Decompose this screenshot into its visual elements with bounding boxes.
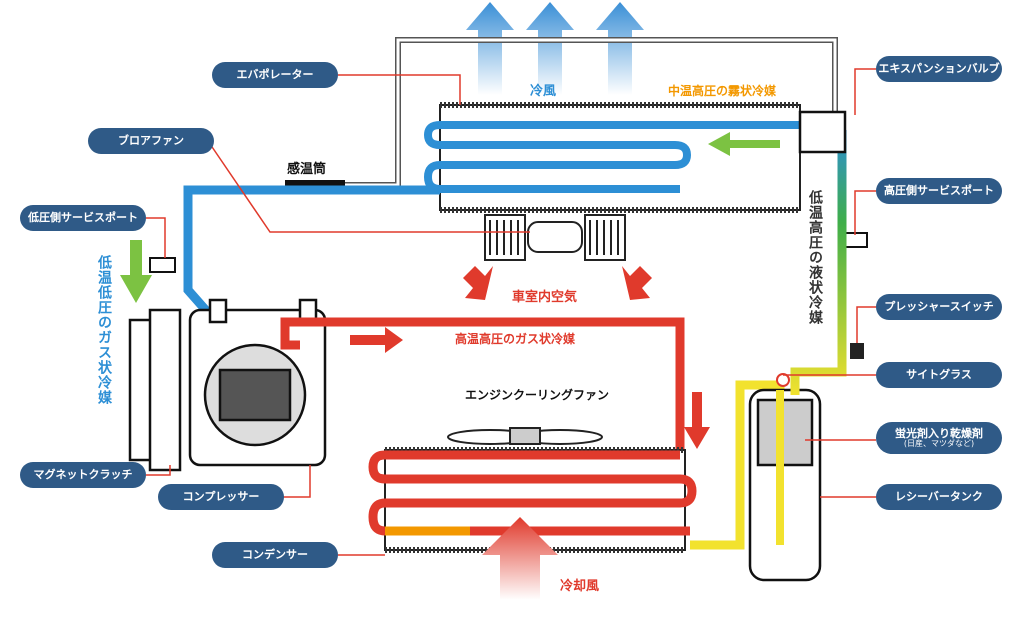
label-hot-gas: 高温高圧のガス状冷媒 xyxy=(455,332,576,346)
high-pressure-gas-pipe xyxy=(280,317,685,455)
leader-lines xyxy=(146,68,876,556)
pressure-switch xyxy=(850,343,864,359)
label-mist-refrigerant: 中温高圧の霧状冷媒 xyxy=(668,84,777,98)
desiccant-note: (日産、マツダなど) xyxy=(903,438,975,448)
callout-blower-fan: ブロアファン xyxy=(88,128,214,154)
callout-magnet-clutch: マグネットクラッチ xyxy=(20,462,146,488)
green-arrow-right xyxy=(708,132,780,156)
receiver-tank xyxy=(748,388,822,582)
callout-high-service-port: 高圧側サービスポート xyxy=(876,178,1002,204)
label-liquid-refrigerant: 低温高圧の液状冷媒 xyxy=(807,190,823,325)
desiccant-label: 蛍光剤入り乾燥剤 xyxy=(895,426,983,440)
cooling-air-arrow xyxy=(482,517,558,600)
callout-pressure-switch: プレッシャースイッチ xyxy=(876,294,1002,320)
label-low-gas: 低温低圧のガス状冷媒 xyxy=(96,255,112,405)
callout-low-service-port: 低圧側サービスポート xyxy=(20,205,146,231)
callout-evaporator: エバポレーター xyxy=(212,62,338,88)
high-service-port xyxy=(844,232,868,248)
blower-fan xyxy=(484,214,626,261)
expansion-valve xyxy=(798,110,847,154)
label-cold-air: 冷風 xyxy=(530,84,557,99)
evaporator xyxy=(423,102,815,213)
label-engine-fan: エンジンクーリングファン xyxy=(465,388,610,402)
callout-condenser: コンデンサー xyxy=(212,542,338,568)
low-service-port xyxy=(149,257,176,273)
callout-sight-glass: サイトグラス xyxy=(876,362,1002,388)
cabin-air-arrow-right xyxy=(622,266,652,300)
label-cabin-air: 車室内空気 xyxy=(512,290,578,305)
red-arrow-down xyxy=(684,392,710,449)
cold-air-arrows xyxy=(466,2,644,95)
callout-receiver-tank: レシーバータンク xyxy=(876,484,1002,510)
label-sensing-bulb: 感温筒 xyxy=(287,162,327,177)
red-arrow-right xyxy=(350,327,403,353)
sight-glass xyxy=(776,373,790,387)
callout-desiccant: 蛍光剤入り乾燥剤 (日産、マツダなど) xyxy=(876,422,1002,454)
green-arrow-down xyxy=(120,240,152,303)
label-cooling-air: 冷却風 xyxy=(560,579,600,594)
engine-cooling-fan xyxy=(447,427,603,445)
callout-expansion-valve: エキスパンションバルブ xyxy=(876,56,1002,82)
callout-compressor: コンプレッサー xyxy=(158,484,284,510)
cabin-air-arrow-left xyxy=(463,266,493,300)
high-pressure-liquid-pipe xyxy=(790,130,847,395)
